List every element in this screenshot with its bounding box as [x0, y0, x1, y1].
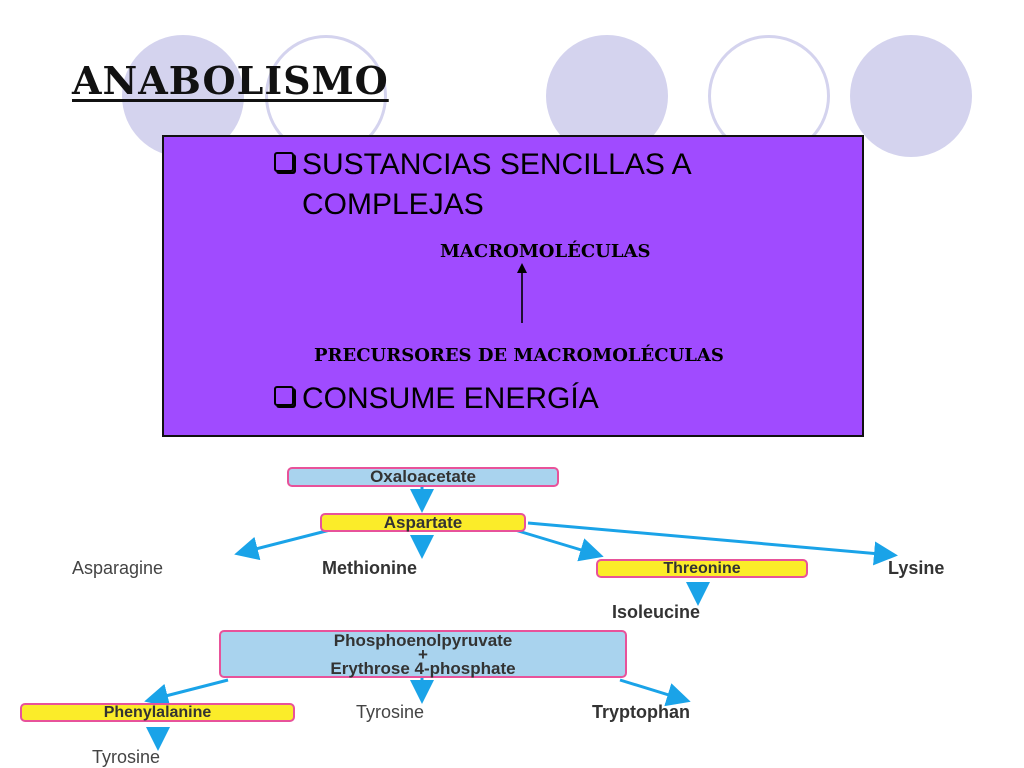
node-asparagine: Asparagine	[72, 558, 164, 578]
node-tyrosine-bottom: Tyrosine	[92, 747, 161, 767]
bullet-text: CONSUME ENERGÍA	[302, 382, 599, 415]
bullet-item: SUSTANCIAS SENCILLAS A COMPLEJAS	[274, 145, 834, 225]
macromolecules-label: MACROMOLÉCULAS	[440, 241, 651, 262]
arrow-aspartate-lysine	[527, 521, 898, 566]
amino-acid-pathway-diagram: Oxaloacetate Aspartate Asparagine Methio…	[0, 455, 1024, 768]
checkbox-bullet-icon	[274, 386, 294, 406]
arrow-aspartate-threonine	[514, 528, 604, 562]
pep-line2: Erythrose 4-phosphate	[330, 659, 516, 678]
pep-line1: Phosphoenolpyruvate	[333, 631, 513, 650]
up-arrow-icon	[517, 263, 527, 323]
bullet-item: CONSUME ENERGÍA	[274, 379, 599, 419]
checkbox-bullet-icon	[274, 152, 294, 172]
node-oxaloacetate: Oxaloacetate	[287, 467, 559, 487]
node-tryptophan: Tryptophan	[592, 702, 690, 722]
node-isoleucine: Isoleucine	[612, 602, 701, 622]
bullet-text-continued: COMPLEJAS	[302, 188, 484, 221]
definition-box: SUSTANCIAS SENCILLAS A COMPLEJAS MACROMO…	[162, 135, 864, 437]
precursors-label: PRECURSORES DE MACROMOLÉCULAS	[314, 345, 724, 366]
arrow-aspartate-asparagine	[234, 528, 331, 561]
bullet-text: SUSTANCIAS SENCILLAS A	[302, 148, 692, 181]
node-tyrosine: Tyrosine	[356, 702, 425, 722]
slide-title: ANABOLISMO	[72, 58, 389, 103]
node-phenylalanine: Phenylalanine	[20, 703, 295, 722]
arrow-pep-phenylalanine	[144, 678, 229, 708]
pep-plus: +	[418, 645, 428, 664]
arrow-pep-tryptophan	[619, 678, 691, 707]
pathway-arrows	[144, 487, 898, 751]
node-methionine: Methionine	[322, 558, 417, 578]
decorative-circle	[850, 35, 972, 157]
node-threonine: Threonine	[596, 559, 808, 578]
node-pep-erythrose: Phosphoenolpyruvate + Erythrose 4-phosph…	[219, 630, 627, 678]
node-aspartate: Aspartate	[320, 513, 526, 532]
node-lysine: Lysine	[888, 558, 945, 578]
